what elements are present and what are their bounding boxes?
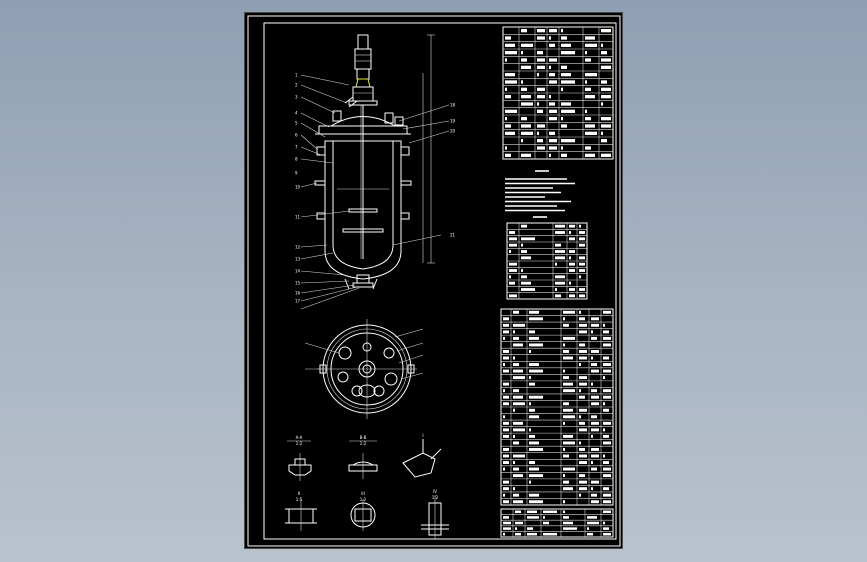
plan-view — [304, 319, 424, 419]
support-lug-left — [314, 180, 326, 186]
callout-number: 11 — [295, 215, 301, 220]
jacket-shell — [324, 140, 402, 280]
scale-label: 1:2 — [296, 441, 303, 446]
coupling-highlight — [355, 78, 371, 88]
title-block — [500, 508, 614, 538]
upper-impeller — [348, 208, 378, 213]
callout-number: 10 — [295, 185, 301, 190]
plan-center-nozzle — [358, 360, 376, 378]
callout-number: 16 — [295, 291, 301, 296]
parts-list-table — [500, 308, 614, 506]
leader-lines-right — [392, 104, 450, 246]
detail-views — [285, 439, 449, 539]
detail-2-shape — [348, 464, 378, 472]
leader-lines-left — [300, 74, 360, 310]
callout-number: 21 — [450, 233, 456, 238]
scale-label: 1:2 — [360, 497, 367, 502]
gear-reducer — [356, 68, 370, 80]
callout-number: 18 — [450, 103, 456, 108]
motor-cap — [357, 34, 369, 50]
callout-number: 8 — [295, 157, 298, 162]
callout-number: 9 — [295, 171, 298, 176]
view-title: A-A — [296, 435, 303, 440]
nozzle-table — [506, 222, 588, 300]
callout-number: 14 — [295, 269, 301, 274]
scale-label: 1:5 — [296, 497, 303, 502]
lower-impeller — [342, 228, 384, 233]
callout-number: 3 — [295, 95, 298, 100]
callout-number: 5 — [295, 121, 298, 126]
view-title: III — [361, 491, 365, 496]
callout-number: 17 — [295, 299, 301, 304]
inner-shell — [332, 141, 394, 270]
callout-number: 13 — [295, 257, 301, 262]
technical-characteristics-table — [502, 26, 614, 160]
view-title: II — [298, 491, 300, 496]
callout-number: 6 — [295, 133, 298, 138]
detail-3-shape — [402, 452, 436, 478]
motor-body — [354, 48, 372, 70]
callout-numbers-right: 18 19 20 21 — [450, 103, 456, 238]
callout-number: 1 — [295, 73, 298, 78]
detail-1-shape — [288, 464, 312, 476]
scale-label: 1:2 — [360, 441, 367, 446]
callout-number: 7 — [295, 145, 298, 150]
callout-number: 15 — [295, 281, 301, 286]
technical-tables — [500, 26, 614, 538]
callout-number: 4 — [295, 111, 298, 116]
scale-label: 1:2 — [432, 495, 439, 500]
inner-border — [263, 22, 617, 540]
technical-requirements-notes — [505, 170, 575, 218]
callout-number: 19 — [450, 119, 456, 124]
view-title: IV — [433, 489, 437, 494]
view-title: I — [422, 433, 423, 438]
callout-number: 2 — [295, 83, 298, 88]
drive-frame — [352, 86, 374, 102]
callout-number: 20 — [450, 129, 456, 134]
support-lug-right — [400, 180, 412, 186]
outer-border — [247, 15, 621, 547]
view-title: B-B — [360, 435, 367, 440]
callout-number: 12 — [295, 245, 301, 250]
vessel-elevation-view — [300, 34, 450, 310]
